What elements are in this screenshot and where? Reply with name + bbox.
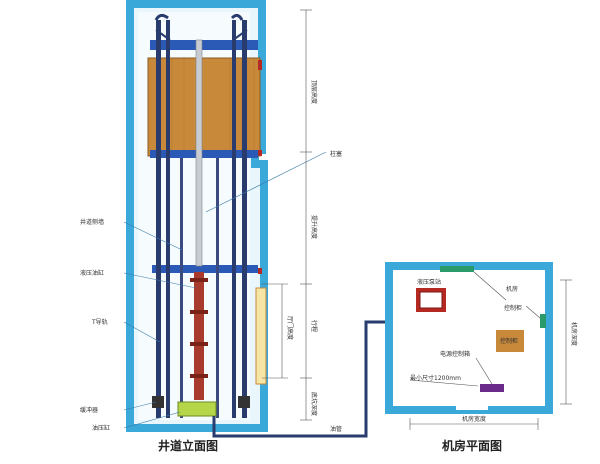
dim-travel: 行程: [310, 320, 318, 332]
label-room-width: 机房宽度: [462, 415, 486, 423]
door-mark-mid: [258, 150, 262, 156]
room-leaders: [409, 271, 541, 387]
machine-room-plan: 液压泵站 机房 控制柜 控制柜 电源控制箱 最小尺寸1200mm 机房宽度 机房…: [385, 262, 578, 453]
pump-station-inner: [419, 291, 443, 309]
room-wall: [385, 262, 553, 414]
door-mark-low: [258, 268, 262, 274]
top-crossbar: [150, 40, 258, 50]
label-room-top: 机房: [506, 285, 518, 293]
label-shaft-side-b: 液压油缸: [80, 269, 104, 277]
label-room-right: 控制柜: [504, 304, 522, 312]
dim-door-height: 厅门高度: [286, 316, 294, 340]
label-room-depth: 机房深度: [570, 322, 578, 346]
shaft-elevation: 柱塞 井道侧墙 液压油缸 T导轨 缓冲器 油压缸 顶层高度 提升高度 厅门高度 …: [80, 0, 342, 453]
label-control-cabinet: 控制柜: [500, 337, 518, 345]
room-dims: [409, 279, 572, 430]
label-pump-station: 液压泵站: [417, 278, 441, 286]
room-switch: [540, 314, 546, 328]
rail-top-hooks: [154, 13, 244, 21]
plunger-lower: [194, 272, 204, 400]
rail-diagonals: [155, 29, 248, 41]
label-pipe: 油管: [330, 425, 342, 433]
dim-top-height: 顶层高度: [310, 80, 318, 104]
car-crossbar: [150, 150, 258, 158]
guide-rails: [156, 20, 247, 418]
room-vent: [440, 266, 474, 272]
label-buffer: 缓冲器: [80, 406, 98, 414]
door-mark-top: [258, 60, 262, 70]
dim-lift-height: 提升高度: [310, 215, 318, 239]
label-oil-cylinder: 油压缸: [92, 424, 110, 432]
inner-columns: [180, 158, 219, 418]
label-shaft-side-a: 井道侧墙: [80, 218, 104, 226]
plunger-upper: [195, 39, 203, 267]
cylinder-base: [177, 401, 217, 417]
buffer-left: [152, 396, 164, 408]
label-column: 柱塞: [330, 150, 342, 158]
dimension-lines: [262, 9, 312, 421]
label-power-box: 电源控制箱: [440, 350, 470, 358]
label-t-rail: T导轨: [91, 318, 108, 326]
label-min-size: 最小尺寸1200mm: [410, 374, 461, 382]
dim-pit-depth: 底坑深度: [310, 392, 318, 416]
caption-machine-room: 机房平面图: [442, 438, 502, 453]
plunger-collars: [190, 278, 208, 378]
lower-crossbar: [152, 265, 258, 273]
landing-door: [255, 287, 267, 385]
control-cabinet: [496, 330, 524, 352]
buffer-right: [238, 396, 250, 408]
caption-shaft-elevation: 井道立面图: [158, 438, 218, 453]
power-box: [480, 384, 504, 392]
